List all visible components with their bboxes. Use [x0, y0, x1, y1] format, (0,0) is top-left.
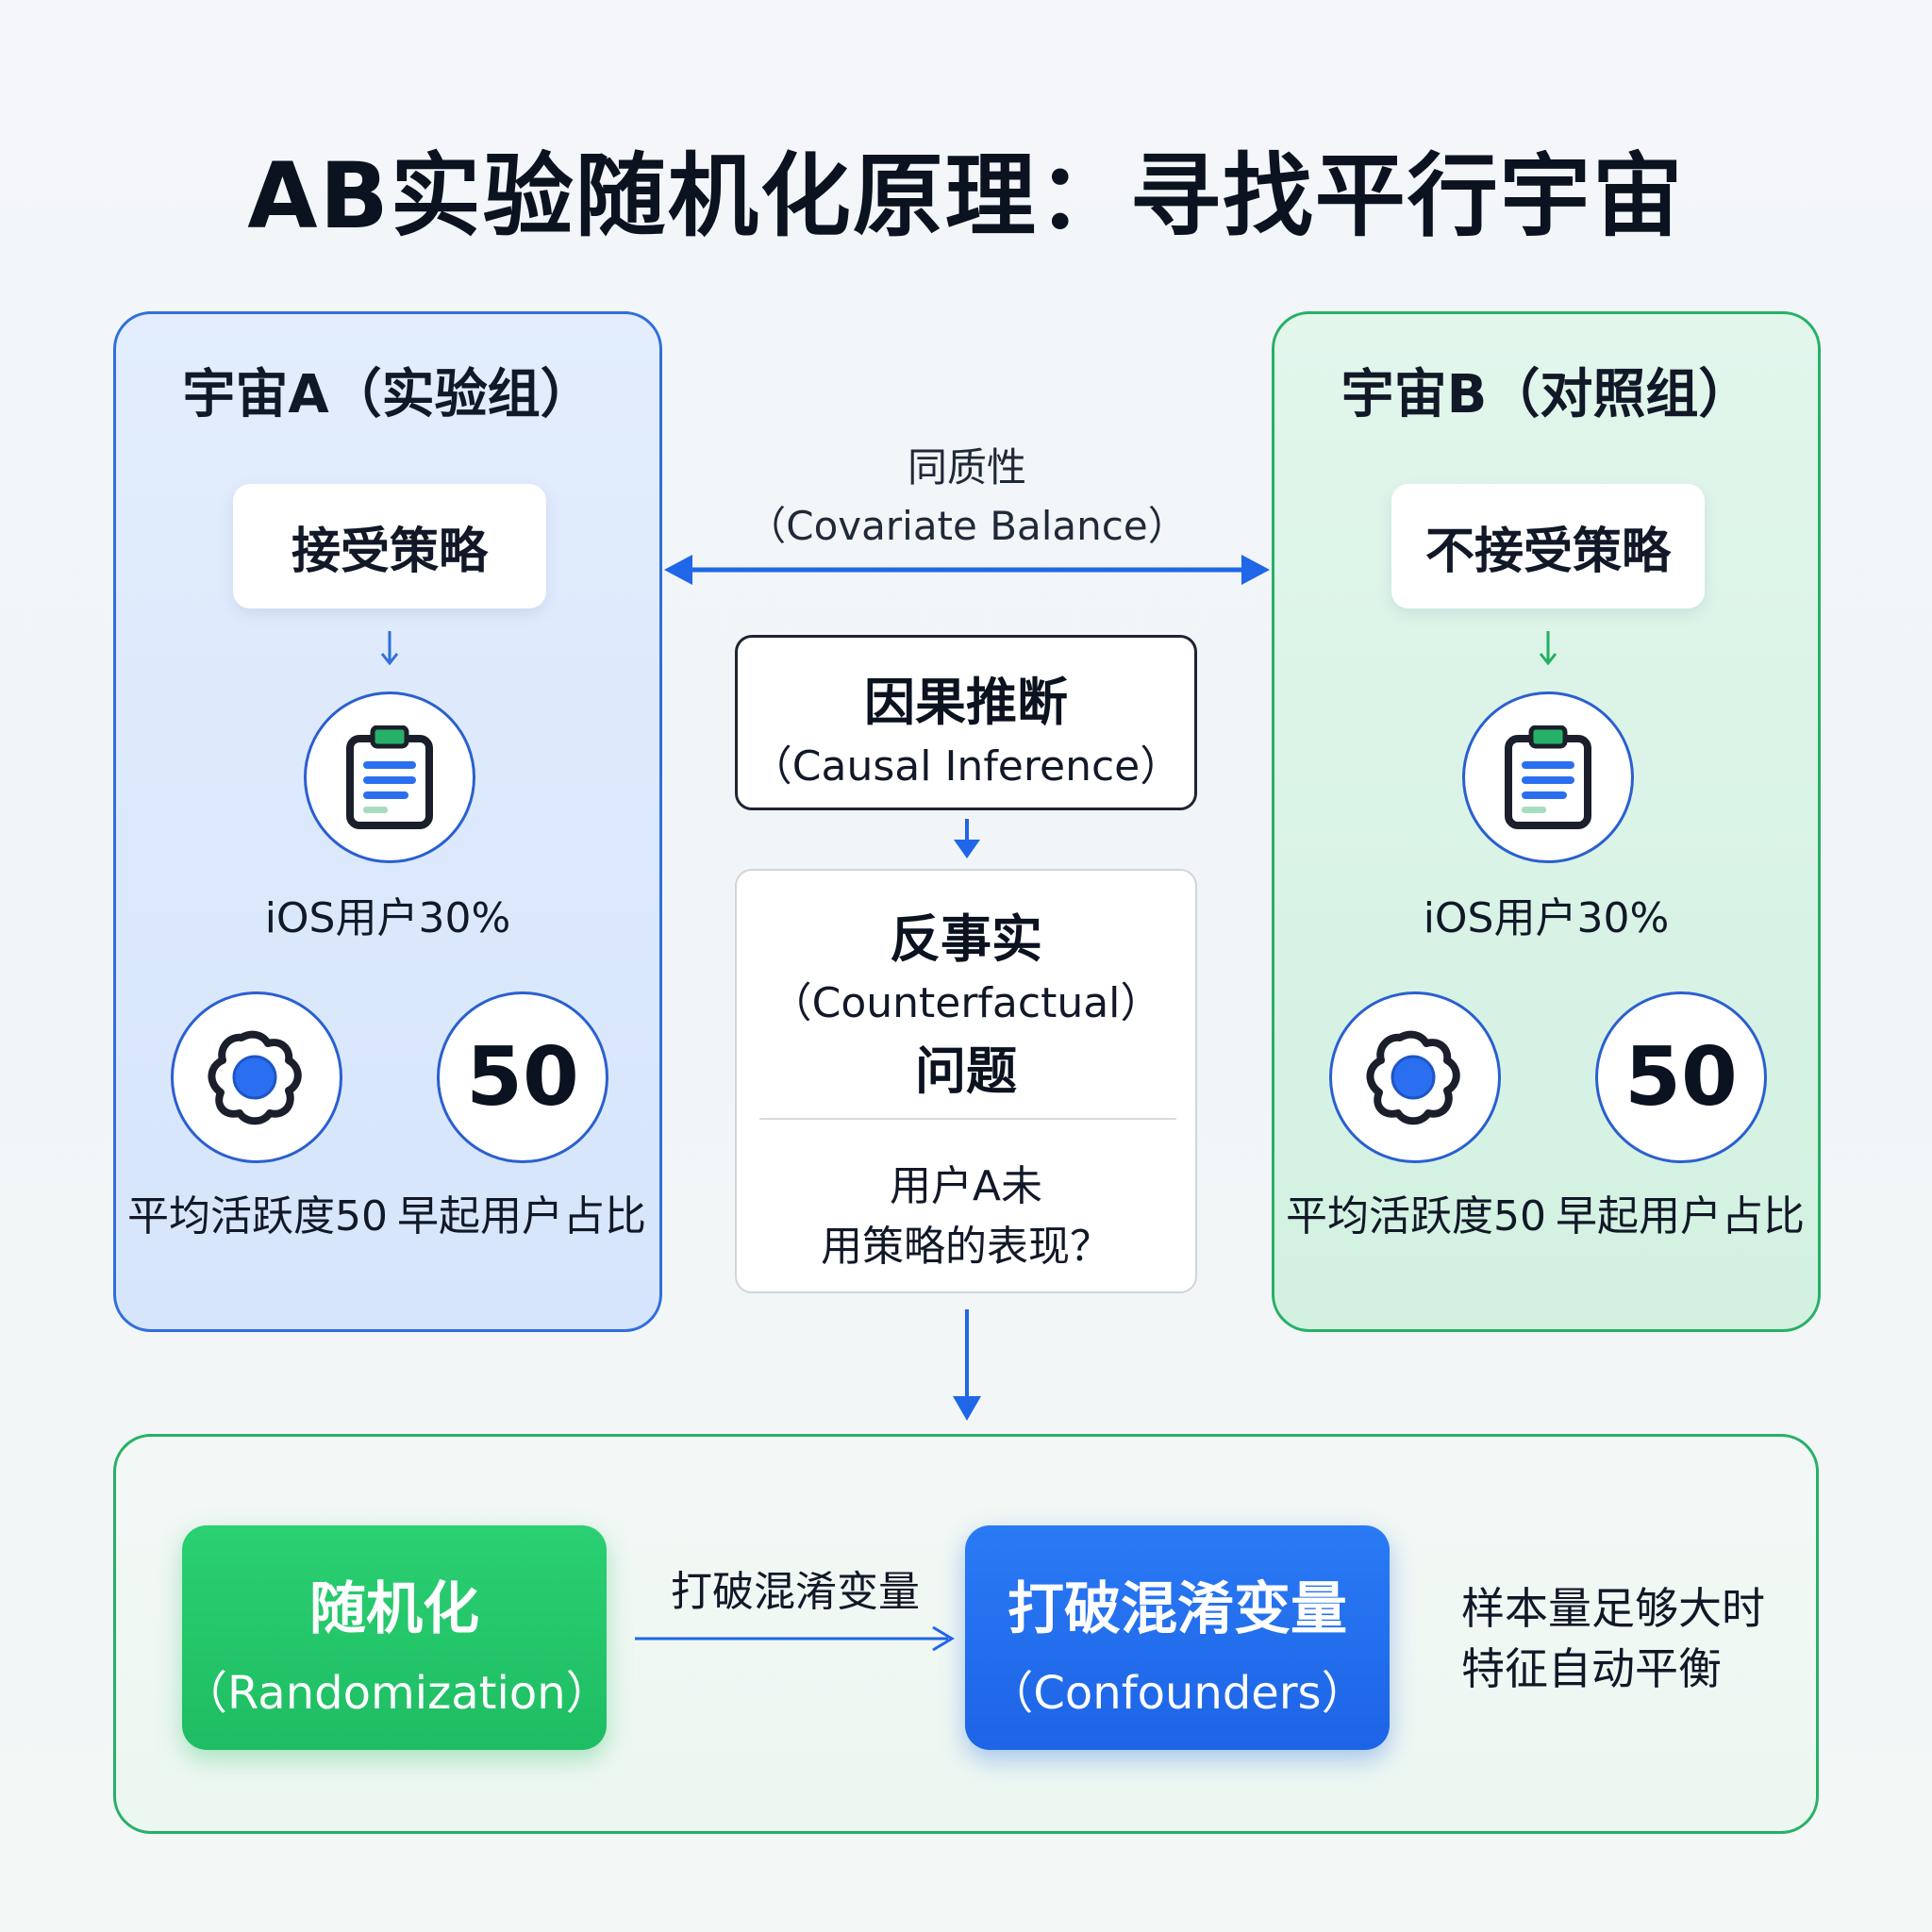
balance-subtitle: （Covariate Balance）: [746, 503, 1188, 549]
confounders-title: 打破混淆变量: [1008, 1576, 1347, 1642]
universe-b-activity-circle: [1329, 991, 1501, 1163]
universe-b-panel: 宇宙B（对照组） 不接受策略 iOS用户30% 50 平均活跃度50 早起用户占…: [1272, 311, 1821, 1332]
universe-a-clipboard-circle: [304, 691, 475, 863]
page-title: AB实验随机化原理：寻找平行宇宙: [247, 143, 1685, 249]
arrow-down-icon: [1539, 631, 1557, 666]
counterfactual-title2: 问题: [915, 1041, 1017, 1101]
gear-badge-icon: [1366, 1030, 1460, 1125]
counterfactual-box: 反事实 （Counterfactual） 问题 用户A未 用策略的表现？: [735, 869, 1197, 1293]
sample-size-note-line2: 特征自动平衡: [1461, 1643, 1722, 1694]
universe-b-activity-label: 平均活跃度50: [1286, 1192, 1546, 1241]
universe-a-activity-circle: [171, 991, 342, 1163]
arrow-right-icon: [635, 1625, 955, 1652]
universe-b-title: 宇宙B（对照组）: [1341, 364, 1752, 425]
confounders-card: 打破混淆变量 （Confounders）: [965, 1525, 1390, 1750]
universe-a-title: 宇宙A（实验组）: [182, 364, 593, 425]
causal-title: 因果推断: [864, 673, 1068, 732]
arrow-down-icon: [954, 819, 980, 858]
randomization-title: 随机化: [309, 1576, 479, 1642]
arrow-down-icon: [953, 1309, 981, 1421]
universe-b-early-label: 早起用户占比: [1556, 1192, 1805, 1241]
double-arrow-icon: [664, 555, 1270, 585]
gear-badge-icon: [208, 1030, 302, 1125]
randomization-panel: 随机化 （Randomization） 打破混淆变量 打破混淆变量 （Confo…: [113, 1434, 1819, 1834]
sample-size-note-line1: 样本量足够大时: [1461, 1583, 1765, 1634]
universe-a-panel: 宇宙A（实验组） 接受策略 iOS用户30% 50 平均活跃度50 早起用户占比: [113, 311, 662, 1332]
universe-b-policy-box: 不接受策略: [1391, 484, 1705, 608]
universe-b-ios-label: iOS用户30%: [1423, 894, 1670, 942]
universe-a-policy-box: 接受策略: [233, 484, 546, 608]
confounders-subtitle: （Confounders）: [988, 1667, 1367, 1720]
sample-size-note: 样本量足够大时 特征自动平衡: [1461, 1578, 1801, 1699]
universe-a-ios-label: iOS用户30%: [264, 894, 511, 942]
arrow-down-icon: [380, 631, 399, 666]
counterfactual-divider: [759, 1118, 1176, 1120]
balance-title: 同质性: [907, 444, 1026, 491]
universe-a-activity-label: 平均活跃度50: [127, 1192, 388, 1241]
universe-a-early-label: 早起用户占比: [397, 1192, 646, 1241]
randomization-card: 随机化 （Randomization）: [182, 1525, 611, 1750]
causal-subtitle: （Causal Inference）: [750, 742, 1182, 791]
universe-a-early-circle: 50: [437, 991, 608, 1163]
universe-b-clipboard-circle: [1462, 691, 1634, 863]
universe-b-early-circle: 50: [1595, 991, 1767, 1163]
counterfactual-question-line2: 用策略的表现？: [821, 1223, 1111, 1271]
clipboard-icon: [1505, 725, 1591, 829]
causal-inference-box: 因果推断 （Causal Inference）: [735, 635, 1197, 810]
counterfactual-title: 反事实: [890, 909, 1042, 969]
flow-label: 打破混淆变量: [671, 1568, 920, 1616]
clipboard-icon: [346, 725, 433, 829]
randomization-subtitle: （Randomization）: [182, 1667, 611, 1720]
counterfactual-question-line1: 用户A未: [889, 1162, 1043, 1210]
counterfactual-subtitle: （Counterfactual）: [770, 979, 1162, 1027]
